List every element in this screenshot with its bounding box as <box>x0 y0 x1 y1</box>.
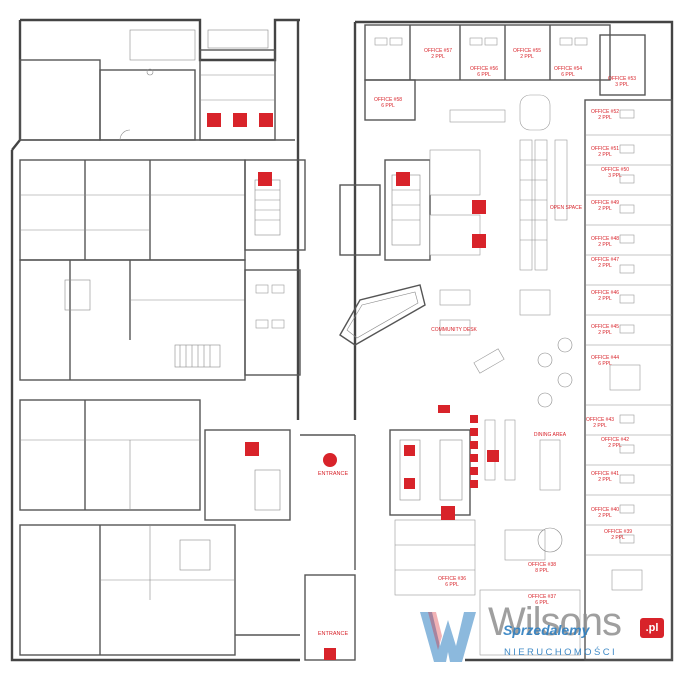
service-marker <box>470 454 478 462</box>
open-space-desks <box>429 139 568 336</box>
watermark-overlay: Sprzedalemy <box>503 622 590 638</box>
right-offices <box>584 99 673 661</box>
left-rooms <box>19 159 246 656</box>
elevator-marker <box>404 445 415 456</box>
service-marker <box>470 480 478 488</box>
service-marker <box>470 415 478 423</box>
service-marker <box>438 405 450 413</box>
stair-marker <box>245 442 259 456</box>
entrance-bottom-label: ENTRANCE <box>318 631 349 637</box>
restroom-marker <box>472 234 486 248</box>
stair-marker <box>258 172 272 186</box>
service-marker <box>470 428 478 436</box>
entrance-marker <box>323 453 337 467</box>
elevator-marker <box>404 478 415 489</box>
watermark-subtitle: NIERUCHOMOŚCI <box>504 647 618 658</box>
service-marker <box>470 441 478 449</box>
restroom-marker <box>207 113 221 127</box>
open-space-label: OPEN SPACE <box>550 205 583 211</box>
watermark-pl-badge: .pl <box>640 618 664 638</box>
top-left-rooms <box>19 29 295 141</box>
stair-marker <box>441 506 455 520</box>
accessible-marker <box>487 450 499 462</box>
stair-marker <box>396 172 410 186</box>
restroom-marker <box>233 113 247 127</box>
service-markers <box>207 113 499 660</box>
watermark-brand: Wilsons <box>488 600 622 644</box>
outer-walls <box>10 18 674 662</box>
left-core <box>204 159 306 521</box>
community-desk-label: COMMUNITY DESK <box>431 327 477 333</box>
watermark-logo: Wilsons .pl Sprzedalemy NIERUCHOMOŚCI <box>418 600 673 672</box>
top-offices <box>364 24 646 131</box>
restroom-marker <box>259 113 273 127</box>
dining-area-label: DINING AREA <box>534 432 567 438</box>
entrance-main-label: ENTRANCE <box>318 471 349 477</box>
entrance-marker <box>324 648 336 660</box>
restroom-marker <box>472 200 486 214</box>
service-marker <box>470 467 478 475</box>
logo-w-icon <box>420 612 476 662</box>
